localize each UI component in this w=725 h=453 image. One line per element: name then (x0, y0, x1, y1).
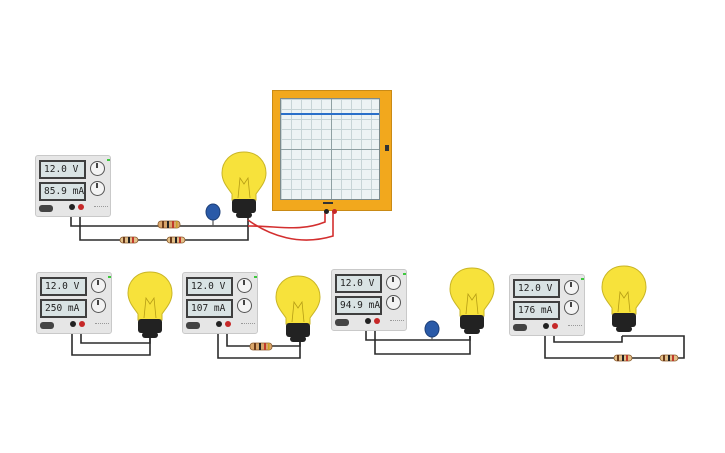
positive-terminal[interactable] (225, 321, 231, 327)
oscilloscope-trace (281, 113, 379, 115)
positive-terminal[interactable] (78, 204, 84, 210)
oscilloscope-base-label (323, 202, 333, 204)
current-knob[interactable] (564, 300, 579, 315)
panel-marking (95, 323, 109, 327)
power-supply-2[interactable]: 12.0 V 250 mA (36, 272, 112, 334)
current-knob[interactable] (237, 298, 252, 313)
capacitor-icon[interactable] (424, 320, 440, 340)
negative-terminal[interactable] (543, 323, 549, 329)
power-switch[interactable] (186, 322, 200, 329)
power-led (403, 273, 406, 275)
power-led (108, 276, 111, 278)
circuit-2-wires (71, 328, 151, 356)
power-supply-4[interactable]: 12.0 V 94.9 mA (331, 269, 407, 331)
current-display: 94.9 mA (335, 296, 382, 315)
negative-terminal[interactable] (216, 321, 222, 327)
light-bulb-icon[interactable] (274, 274, 322, 346)
negative-terminal[interactable] (69, 204, 75, 210)
voltage-knob[interactable] (237, 278, 252, 293)
light-bulb-icon[interactable] (220, 150, 268, 222)
resistor-icon[interactable] (249, 342, 273, 351)
negative-terminal[interactable] (365, 318, 371, 324)
power-switch[interactable] (40, 322, 54, 329)
power-supply-3[interactable]: 12.0 V 107 mA (182, 272, 258, 334)
voltage-display: 12.0 V (40, 277, 87, 296)
panel-marking (568, 325, 582, 329)
oscilloscope-terminal-positive[interactable] (332, 209, 337, 214)
panel-marking (390, 320, 404, 324)
current-knob[interactable] (90, 181, 105, 196)
negative-terminal[interactable] (70, 321, 76, 327)
probe-wires (247, 211, 334, 241)
current-knob[interactable] (91, 298, 106, 313)
oscilloscope-side-label (385, 145, 389, 151)
voltage-display: 12.0 V (39, 160, 86, 179)
power-led (254, 276, 257, 278)
panel-marking (94, 206, 108, 210)
circuit-5-wires (544, 330, 685, 359)
power-supply-5[interactable]: 12.0 V 176 mA (509, 274, 585, 336)
capacitor-icon[interactable] (205, 203, 221, 226)
current-display: 85.9 mA (39, 182, 86, 201)
power-led (581, 278, 584, 280)
screen-axis-horizontal (281, 149, 379, 150)
circuit-4-wires (365, 328, 471, 355)
panel-marking (241, 323, 255, 327)
resistor-icon[interactable] (613, 354, 633, 362)
light-bulb-icon[interactable] (600, 264, 648, 336)
power-switch[interactable] (39, 205, 53, 212)
light-bulb-icon[interactable] (448, 266, 496, 338)
power-switch[interactable] (513, 324, 527, 331)
voltage-display: 12.0 V (186, 277, 233, 296)
voltage-knob[interactable] (90, 161, 105, 176)
resistor-icon[interactable] (166, 236, 186, 244)
resistor-icon[interactable] (659, 354, 679, 362)
voltage-knob[interactable] (386, 275, 401, 290)
positive-terminal[interactable] (552, 323, 558, 329)
voltage-knob[interactable] (564, 280, 579, 295)
light-bulb-icon[interactable] (126, 270, 174, 342)
power-led (107, 159, 110, 161)
current-display: 250 mA (40, 299, 87, 318)
oscilloscope[interactable] (272, 90, 392, 214)
current-display: 107 mA (186, 299, 233, 318)
current-display: 176 mA (513, 301, 560, 320)
voltage-knob[interactable] (91, 278, 106, 293)
voltage-display: 12.0 V (335, 274, 382, 293)
current-knob[interactable] (386, 295, 401, 310)
resistor-icon[interactable] (157, 220, 181, 229)
positive-terminal[interactable] (374, 318, 380, 324)
resistor-icon[interactable] (119, 236, 139, 244)
power-switch[interactable] (335, 319, 349, 326)
power-supply-1[interactable]: 12.0 V 85.9 mA (35, 155, 111, 217)
voltage-display: 12.0 V (513, 279, 560, 298)
oscilloscope-terminal-negative[interactable] (324, 209, 329, 214)
oscilloscope-screen (280, 98, 380, 200)
screen-axis-vertical (331, 99, 332, 199)
positive-terminal[interactable] (79, 321, 85, 327)
